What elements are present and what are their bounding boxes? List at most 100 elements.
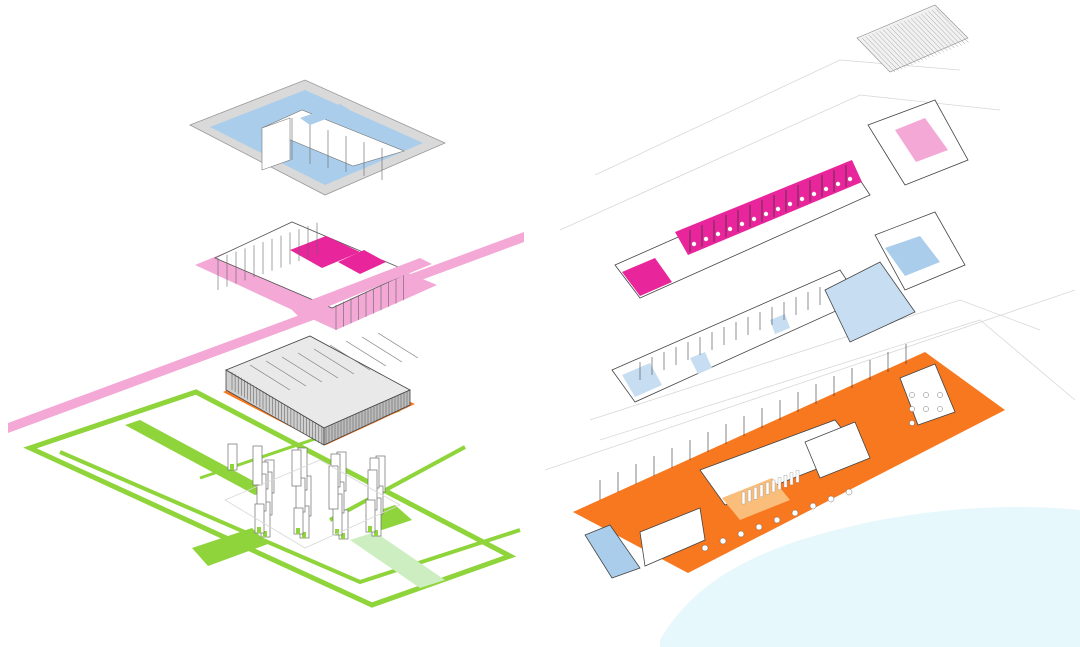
auditorium-seat-row: [759, 484, 764, 497]
green-fin-base: [263, 531, 267, 537]
right-upper-floor: [614, 99, 969, 299]
table-symbol: [937, 406, 943, 412]
auditorium-seat-row: [795, 470, 800, 483]
green-fin-base: [341, 533, 345, 539]
roof-hatch-line: [896, 23, 931, 59]
furniture-dot: [823, 186, 829, 192]
green-fin-base: [302, 532, 306, 538]
wall-fin: [252, 445, 263, 486]
pink-walkway: [290, 258, 432, 318]
interior-wall: [281, 356, 323, 383]
upper-floor-columns: [689, 165, 853, 252]
roof-hatch-line: [928, 11, 962, 46]
white-volume: [804, 421, 871, 479]
water-body: [660, 507, 1080, 647]
roof-hatch-line: [893, 25, 927, 60]
green-path-stripe: [125, 420, 270, 495]
table-symbol: [845, 488, 853, 496]
wall-fin: [291, 449, 302, 487]
left-top-floor: [189, 79, 446, 196]
pink-east-room: [895, 118, 948, 162]
ground-floor-details: [599, 344, 943, 552]
interior-wall: [313, 348, 355, 375]
wall-fin: [328, 465, 339, 510]
table-symbol: [909, 420, 915, 426]
table-symbol: [755, 523, 763, 531]
interior-wall: [345, 340, 387, 367]
table-symbol: [923, 392, 929, 398]
roof-hatch-line: [935, 8, 969, 43]
furniture-dot: [739, 221, 745, 227]
magenta-room: [290, 236, 360, 268]
roof-hatch-line: [879, 30, 913, 66]
green-plaza-block: [192, 528, 268, 566]
auditorium-seat-row: [765, 482, 770, 495]
green-fin-base: [257, 527, 261, 533]
table-symbol: [701, 544, 709, 552]
roof-hatch-line: [917, 15, 952, 50]
roof-hatch-line: [889, 26, 924, 61]
roof-hatch-line: [924, 12, 959, 47]
table-symbol: [737, 530, 745, 538]
left-ground-site-plan: [23, 389, 521, 608]
furniture-dot: [703, 236, 709, 242]
roof-hatch-line: [882, 29, 917, 64]
roof-hatch-line: [872, 33, 906, 68]
auditorium-seat-row: [777, 477, 782, 490]
furniture-dot: [715, 231, 721, 237]
roof-hatch-line: [886, 28, 920, 63]
interior-wall: [249, 364, 291, 391]
auditorium-seat-row: [771, 479, 776, 493]
site-boundary-line: [329, 445, 466, 522]
roof-hatch-line: [903, 21, 938, 56]
table-symbol: [909, 392, 915, 398]
green-fin-base: [296, 528, 300, 534]
right-building-stack: [544, 4, 1080, 647]
site-contour-line: [544, 289, 1076, 471]
table-symbol: [909, 406, 915, 412]
right-middle-floor: [611, 211, 966, 403]
furniture-dot: [847, 176, 853, 182]
roof-hatch-line: [921, 14, 955, 49]
table-symbol: [827, 495, 835, 503]
wall-hatching: [231, 332, 419, 446]
auditorium-seat-row: [783, 475, 788, 488]
roof-hatch-line: [865, 36, 899, 71]
roof-hatch-line: [875, 32, 910, 67]
gray-wall-mass-side: [323, 389, 411, 446]
roof-hatch-line: [861, 37, 896, 73]
blue-room: [300, 104, 350, 125]
site-contour-line: [559, 94, 1001, 231]
roof-structure: [856, 4, 969, 73]
roof-panel: [856, 4, 969, 73]
furniture-dot: [751, 216, 757, 222]
white-core: [261, 109, 405, 167]
table-symbol: [937, 392, 943, 398]
interior-wall: [361, 336, 403, 363]
magenta-corridor: [675, 160, 862, 255]
furniture-dot: [727, 226, 733, 232]
table-symbol: [773, 516, 781, 524]
green-fin-base: [335, 529, 339, 535]
site-contour-line: [594, 59, 961, 176]
furniture-dot: [775, 206, 781, 212]
furniture-dot: [787, 201, 793, 207]
roof-hatch-line: [910, 18, 945, 53]
auditorium-seat-row: [741, 491, 746, 505]
green-fin-base: [368, 526, 372, 532]
right-ground-floor: [573, 344, 1005, 579]
white-core-side: [261, 117, 291, 171]
light-green-path: [350, 532, 445, 588]
upper-wall-lines: [217, 222, 404, 330]
pavilion-wall-fins: [227, 443, 386, 540]
blue-room: [885, 236, 940, 276]
roof-hatch-line: [900, 22, 934, 57]
green-fin-base: [374, 530, 378, 536]
roof-hatching: [861, 8, 969, 73]
furniture-dot: [691, 241, 697, 247]
magenta-room: [622, 258, 672, 296]
site-boundary-line: [59, 450, 521, 585]
interior-wall: [265, 360, 307, 387]
blue-entry: [584, 524, 641, 579]
